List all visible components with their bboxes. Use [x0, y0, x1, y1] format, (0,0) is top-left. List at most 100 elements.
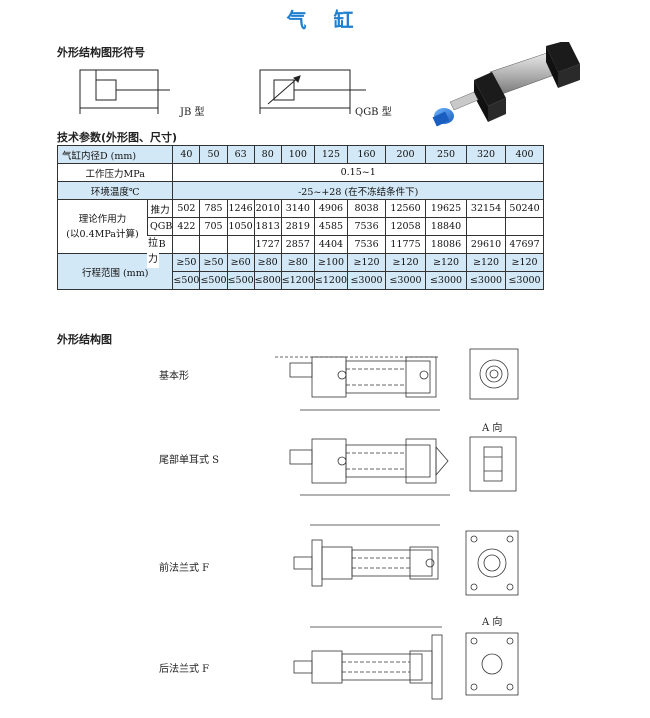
bore-cell: 50: [199, 145, 228, 164]
structure-heading: 外形结构图: [57, 333, 112, 346]
spec-table: 气缸内径D (mm) 40 50 63 80 100 125 160 200 2…: [56, 145, 545, 290]
pull-jb-cell: 7536: [347, 235, 387, 254]
pressure-row: 工作压力MPa 0.15~1: [56, 163, 545, 182]
type-label-basic: 基本形: [159, 371, 189, 382]
pull-jb-cell: 11775: [385, 235, 427, 254]
stroke-min-cell: ≥120: [466, 253, 507, 272]
push-row: 理论作用力 (以0.4MPa计算) 推力 502 785 1246 2010 3…: [57, 199, 545, 254]
pull-qgb-cell: 705: [199, 217, 228, 236]
bore-cell: 320: [466, 145, 507, 164]
pull-jb-row: JB 1727 2857 4404 7536 11775 18086 29610…: [58, 235, 545, 254]
stroke-max-cell: ≤3000: [505, 271, 545, 290]
pressure-label: 工作压力MPa: [56, 163, 174, 182]
force-label-2: (以0.4MPa计算): [66, 228, 139, 240]
pull-jb-cell: 2857: [280, 235, 315, 254]
stroke-max-cell: ≤3000: [385, 271, 427, 290]
cylinder-symbols: [79, 69, 366, 114]
push-label: 推力: [146, 199, 174, 218]
pull-jb-cell: 18086: [425, 235, 468, 254]
qgb-label: QGB 型: [355, 107, 392, 118]
stroke-max-row: ≤500 ≤500 ≤500 ≤800 ≤1200 ≤1200 ≤3000 ≤3…: [58, 271, 545, 290]
view-label-a-2: A 向: [482, 617, 503, 628]
pressure-value: 0.15~1: [172, 163, 545, 182]
push-cell: 19625: [425, 199, 468, 218]
stroke-max-cell: ≤500: [199, 271, 228, 290]
push-cell: 4906: [313, 199, 349, 218]
push-cell: 785: [199, 199, 228, 218]
pull-jb-cell: [172, 235, 201, 254]
bore-cell: 63: [226, 145, 255, 164]
qgb-symbol: [259, 69, 366, 114]
page-title: 气 缸: [286, 8, 364, 32]
cylinder-photo: [432, 42, 580, 127]
stroke-max-cell: ≤1200: [280, 271, 315, 290]
pull-qgb-cell: 4585: [313, 217, 349, 236]
stroke-min-cell: ≥120: [425, 253, 468, 272]
pull-qgb-cell: [505, 217, 545, 236]
bore-cell: 80: [253, 145, 282, 164]
bore-cell: 40: [172, 145, 201, 164]
pull-qgb-cell: [466, 217, 507, 236]
stroke-max-cell: ≤3000: [347, 271, 387, 290]
bore-label: 气缸内径D (mm): [56, 145, 174, 164]
push-cell: 1246: [226, 199, 255, 218]
pull-qgb-cell: 1050: [226, 217, 255, 236]
stroke-min-cell: ≥120: [505, 253, 545, 272]
push-cell: 50240: [505, 199, 545, 218]
pull-vertical-label: 拉力: [147, 236, 159, 268]
stroke-min-cell: ≥120: [347, 253, 387, 272]
bore-cell: 250: [425, 145, 468, 164]
stroke-max-cell: ≤3000: [425, 271, 468, 290]
stroke-min-cell: ≥50: [172, 253, 201, 272]
basic-end-view: [469, 348, 519, 400]
stroke-max-cell: ≤3000: [466, 271, 507, 290]
pull-qgb-cell: 18840: [425, 217, 468, 236]
temp-label: 环境温度℃: [56, 181, 174, 200]
front-flange-side-view: [293, 524, 440, 587]
pull-label-text: 拉力: [148, 238, 158, 265]
temp-row: 环境温度℃ -25~+28 (在不冻结条件下): [56, 181, 545, 200]
pull-qgb-label: 拉 力QGB: [146, 217, 174, 236]
symbols-heading: 外形结构图形符号: [57, 46, 145, 59]
pull-jb-cell: 29610: [466, 235, 507, 254]
rear-clevis-side-view: [289, 438, 450, 496]
stroke-min-cell: ≥50: [199, 253, 228, 272]
pull-jb-cell: 4404: [313, 235, 349, 254]
stroke-min-cell: ≥60: [226, 253, 255, 272]
type-label-front-flange: 前法兰式 F: [159, 563, 210, 574]
pull-qgb-cell: 7536: [347, 217, 387, 236]
force-label-cell: 理论作用力 (以0.4MPa计算): [57, 199, 148, 254]
pull-qgb-row: 拉 力QGB 422 705 1050 1813 2819 4585 7536 …: [58, 217, 545, 236]
qgb-row-label: QGB: [150, 221, 173, 232]
pull-jb-cell: [226, 235, 255, 254]
push-cell: 2010: [253, 199, 282, 218]
type-label-rear-flange: 后法兰式 F: [159, 664, 210, 675]
push-cell: 8038: [347, 199, 387, 218]
rear-clevis-end-view: [469, 436, 517, 492]
stroke-min-cell: ≥80: [253, 253, 282, 272]
jb-label: JB 型: [180, 107, 205, 118]
view-label-a-1: A 向: [482, 423, 503, 434]
bore-cell: 400: [505, 145, 545, 164]
pull-jb-cell: 1727: [253, 235, 282, 254]
stroke-min-row: 行程范围 (mm) ≥50 ≥50 ≥60 ≥80 ≥80 ≥100 ≥120 …: [56, 253, 545, 290]
force-label-1: 理论作用力: [78, 213, 127, 225]
bore-cell: 125: [313, 145, 349, 164]
pull-jb-cell: 47697: [505, 235, 545, 254]
push-cell: 502: [172, 199, 201, 218]
rear-flange-side-view: [293, 626, 443, 700]
params-heading: 技术参数(外形图、尺寸): [57, 131, 178, 144]
outline-drawings: [275, 348, 519, 700]
bore-row: 气缸内径D (mm) 40 50 63 80 100 125 160 200 2…: [56, 145, 545, 164]
pull-qgb-cell: 12058: [385, 217, 427, 236]
rear-flange-end-view: [465, 632, 519, 696]
stroke-max-cell: ≤500: [172, 271, 201, 290]
stroke-max-cell: ≤1200: [313, 271, 349, 290]
bore-cell: 100: [280, 145, 315, 164]
push-cell: 12560: [385, 199, 427, 218]
basic-side-view: [275, 356, 440, 411]
bore-cell: 200: [385, 145, 427, 164]
jb-symbol: [79, 69, 170, 114]
stroke-min-cell: ≥80: [280, 253, 315, 272]
stroke-min-cell: ≥120: [385, 253, 427, 272]
